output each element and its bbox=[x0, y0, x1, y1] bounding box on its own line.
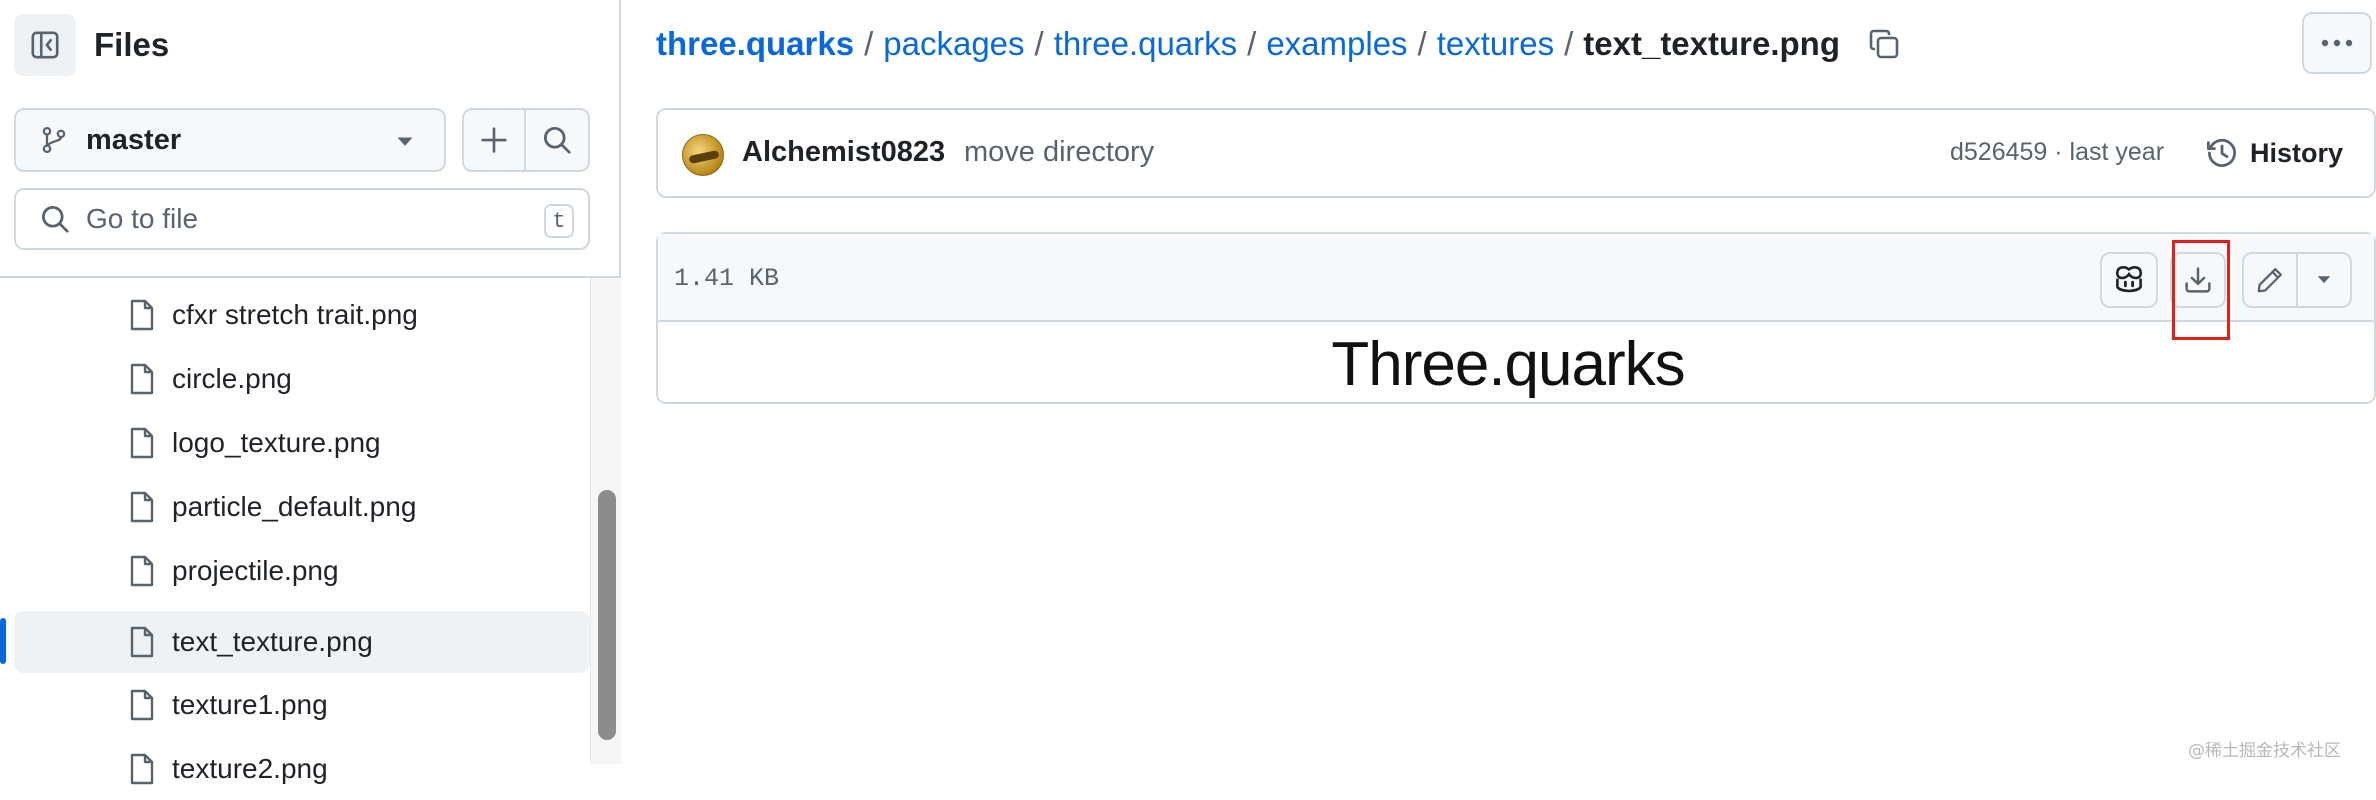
file-icon bbox=[130, 689, 154, 721]
copilot-button[interactable] bbox=[2100, 252, 2158, 308]
branch-name: master bbox=[86, 123, 182, 156]
more-options-button[interactable] bbox=[2302, 12, 2372, 74]
collapse-sidebar-button[interactable] bbox=[14, 14, 76, 76]
plus-icon bbox=[481, 127, 507, 153]
file-icon bbox=[130, 299, 154, 331]
tree-item-label: logo_texture.png bbox=[172, 427, 381, 458]
breadcrumb-current-file: text_texture.png bbox=[1583, 25, 1840, 62]
breadcrumb-separator: / bbox=[1564, 25, 1574, 62]
active-item-indicator bbox=[0, 618, 6, 664]
kebab-horizontal-icon bbox=[2321, 39, 2353, 47]
breadcrumb-link[interactable]: examples bbox=[1266, 25, 1408, 62]
copy-icon bbox=[1869, 29, 1899, 59]
history-icon bbox=[2207, 138, 2236, 167]
tree-item[interactable]: texture1.png bbox=[14, 674, 590, 736]
avatar[interactable] bbox=[682, 134, 724, 176]
watermark: @稀土掘金技术社区 bbox=[2188, 741, 2341, 761]
breadcrumb-link[interactable]: three.quarks bbox=[1053, 25, 1238, 62]
git-branch-icon bbox=[42, 126, 66, 154]
sidebar-collapse-icon bbox=[31, 31, 59, 59]
file-tree-sidebar: Files master Go to file t bbox=[0, 0, 621, 785]
commit-author-link[interactable]: Alchemist0823 bbox=[742, 136, 946, 168]
edit-options-dropdown[interactable] bbox=[2296, 252, 2352, 308]
tree-item-label: cfxr stretch trait.png bbox=[172, 299, 418, 330]
tree-item-label: text_texture.png bbox=[172, 626, 373, 657]
file-icon bbox=[130, 427, 154, 459]
tree-item[interactable]: logo_texture.png bbox=[14, 412, 590, 474]
branch-selector[interactable]: master bbox=[14, 108, 446, 172]
file-icon bbox=[130, 555, 154, 587]
breadcrumb-separator: / bbox=[1034, 25, 1044, 62]
copilot-icon bbox=[2115, 266, 2143, 293]
tree-item-label: circle.png bbox=[172, 363, 292, 394]
breadcrumb: three.quarks / packages / three.quarks /… bbox=[656, 22, 1900, 66]
tree-item-label: projectile.png bbox=[172, 555, 339, 586]
tree-item[interactable]: projectile.png bbox=[14, 540, 590, 602]
caret-down-icon bbox=[2317, 276, 2331, 284]
breadcrumb-link[interactable]: packages bbox=[883, 25, 1025, 62]
commit-sha-time[interactable]: d526459 · last year bbox=[1950, 138, 2165, 166]
go-to-file-input[interactable]: Go to file t bbox=[14, 188, 590, 250]
latest-commit-bar: Alchemist0823 move directory d526459 · l… bbox=[656, 108, 2376, 198]
history-label: History bbox=[2250, 137, 2344, 168]
file-tree: cfxr stretch trait.png circle.png logo_t… bbox=[0, 278, 590, 785]
commit-message-link[interactable]: move directory bbox=[964, 136, 1155, 168]
file-icon bbox=[130, 753, 154, 785]
search-icon bbox=[41, 205, 69, 233]
file-size: 1.41 KB bbox=[674, 264, 780, 293]
download-raw-file-button[interactable] bbox=[2170, 252, 2226, 308]
scrollbar-thumb[interactable] bbox=[598, 490, 616, 740]
tree-item-label: texture2.png bbox=[172, 753, 328, 784]
sidebar-header: Files bbox=[14, 14, 169, 76]
file-header: 1.41 KB bbox=[658, 234, 2374, 322]
search-code-button[interactable] bbox=[526, 108, 590, 172]
tree-item[interactable]: circle.png bbox=[14, 348, 590, 410]
breadcrumb-separator: / bbox=[1247, 25, 1257, 62]
file-icon bbox=[130, 491, 154, 523]
sidebar-title: Files bbox=[94, 26, 170, 63]
breadcrumb-separator: / bbox=[864, 25, 874, 62]
history-button[interactable]: History bbox=[2206, 128, 2343, 178]
file-icon bbox=[130, 363, 154, 395]
file-icon bbox=[130, 626, 154, 658]
pencil-icon bbox=[2257, 268, 2282, 293]
tree-item[interactable]: cfxr stretch trait.png bbox=[14, 284, 590, 346]
breadcrumb-separator: / bbox=[1417, 25, 1427, 62]
download-icon bbox=[2185, 267, 2211, 293]
file-view: 1.41 KB bbox=[656, 232, 2376, 404]
sidebar-divider bbox=[0, 276, 619, 278]
edit-file-button[interactable] bbox=[2242, 252, 2298, 308]
tree-item-label: texture1.png bbox=[172, 689, 328, 720]
breadcrumb-link[interactable]: textures bbox=[1436, 25, 1555, 62]
annotation-highlight-box bbox=[2172, 240, 2230, 340]
go-to-file-placeholder: Go to file bbox=[86, 203, 199, 234]
tree-item[interactable]: particle_default.png bbox=[14, 476, 590, 538]
copy-path-button[interactable] bbox=[1868, 28, 1900, 60]
image-preview: Three.quarks bbox=[1331, 329, 1685, 399]
add-file-button[interactable] bbox=[462, 108, 526, 172]
breadcrumb-repo-link[interactable]: three.quarks bbox=[656, 25, 855, 62]
tree-item-active[interactable]: text_texture.png bbox=[14, 611, 590, 673]
tree-item[interactable]: texture2.png bbox=[14, 738, 590, 800]
keyboard-shortcut-badge: t bbox=[544, 204, 574, 238]
search-icon bbox=[543, 126, 571, 154]
caret-down-icon bbox=[397, 137, 413, 146]
tree-item-label: particle_default.png bbox=[172, 491, 417, 522]
